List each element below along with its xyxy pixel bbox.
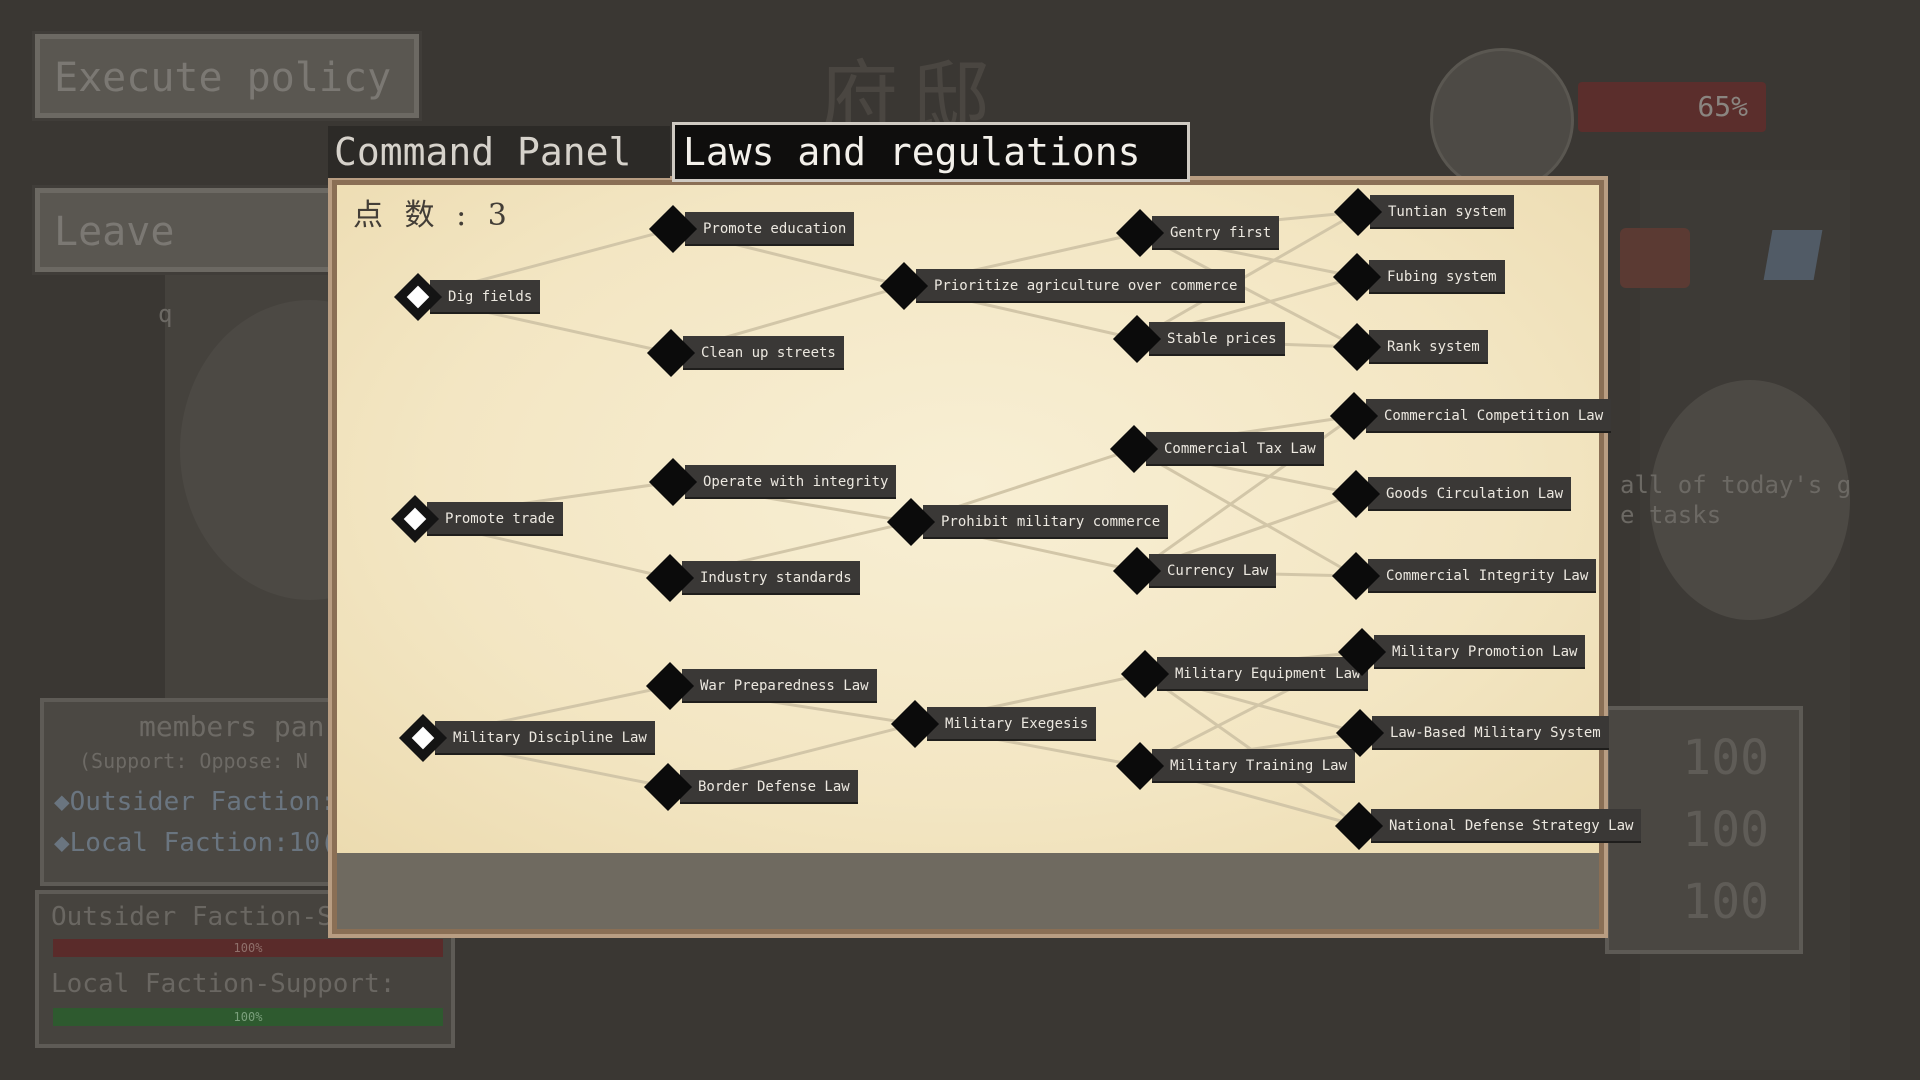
tab-laws-and-regulations[interactable]: Laws and regulations: [672, 122, 1190, 182]
outsider-faction-row[interactable]: ◆Outsider Faction:: [54, 787, 336, 817]
law-node-label: Promote trade: [427, 502, 563, 536]
law-node-label: Fubing system: [1369, 260, 1505, 294]
law-node-label: Currency Law: [1149, 554, 1277, 588]
execute-policy-button[interactable]: Execute policy: [35, 34, 419, 118]
tasks-text: all of today's g e tasks: [1620, 470, 1851, 530]
law-node-label: Commercial Tax Law: [1146, 432, 1324, 466]
law-node-label: Law-Based Military System: [1372, 716, 1609, 750]
leave-button[interactable]: Leave: [35, 188, 335, 272]
law-node-label: Prioritize agriculture over commerce: [916, 269, 1246, 303]
members-panel: members pan (Support: Oppose: N ◆Outside…: [40, 698, 348, 886]
book-icon[interactable]: [1763, 230, 1823, 280]
points-counter: 点 数 : 3: [353, 198, 513, 233]
law-node-label: Military Training Law: [1152, 749, 1356, 783]
official-portrait: [1430, 48, 1574, 192]
law-node-label: Military Discipline Law: [435, 721, 655, 755]
outsider-support-bar: 100%: [53, 939, 443, 957]
laws-panel-footer: [337, 853, 1599, 929]
local-support-bar: 100%: [53, 1008, 443, 1026]
law-node-label: Commercial Integrity Law: [1368, 559, 1597, 593]
law-node-label: Operate with integrity: [685, 465, 897, 499]
stats-panel: 100 100 100: [1605, 706, 1803, 954]
law-node-label: National Defense Strategy Law: [1371, 809, 1642, 843]
law-node-label: Tuntian system: [1370, 195, 1515, 229]
members-title: members pan: [139, 710, 325, 743]
top-progress-bar: 65%: [1578, 82, 1766, 132]
tasks-line: all of today's g: [1620, 471, 1852, 499]
outsider-support-label: Outsider Faction-Su: [51, 902, 349, 932]
local-support-label: Local Faction-Support:: [51, 969, 396, 999]
law-node-label: Industry standards: [682, 561, 860, 595]
local-faction-label: Local Faction:10(: [69, 828, 336, 858]
tab-command-panel[interactable]: Command Panel: [328, 126, 670, 178]
chest-icon[interactable]: [1620, 228, 1690, 288]
law-node-label: Gentry first: [1152, 216, 1280, 250]
stat-value: 100: [1682, 874, 1769, 930]
stat-value: 100: [1682, 730, 1769, 786]
law-node-label: Clean up streets: [683, 336, 844, 370]
law-node-label: Military Equipment Law: [1157, 657, 1369, 691]
background-fragment: q: [158, 300, 173, 328]
top-progress-value: 65%: [1697, 90, 1748, 123]
law-node-label: Commercial Competition Law: [1366, 399, 1612, 433]
members-subtitle: (Support: Oppose: N: [79, 749, 308, 773]
law-node-label: Stable prices: [1149, 322, 1285, 356]
outsider-faction-label: Outsider Faction:: [69, 787, 336, 817]
stat-value: 100: [1682, 802, 1769, 858]
law-node-label: Military Promotion Law: [1374, 635, 1586, 669]
law-node-label: Military Exegesis: [927, 707, 1097, 741]
law-node-label: Border Defense Law: [680, 770, 858, 804]
tasks-line: e tasks: [1620, 501, 1722, 529]
law-node-label: Prohibit military commerce: [923, 505, 1169, 539]
law-node-label: Rank system: [1369, 330, 1488, 364]
law-node-label: Goods Circulation Law: [1368, 477, 1572, 511]
local-faction-row[interactable]: ◆Local Faction:10(: [54, 828, 336, 858]
law-node-label: Dig fields: [430, 280, 541, 314]
law-node-label: Promote education: [685, 212, 855, 246]
background-tree: [1650, 380, 1850, 620]
law-node-label: War Preparedness Law: [682, 669, 877, 703]
